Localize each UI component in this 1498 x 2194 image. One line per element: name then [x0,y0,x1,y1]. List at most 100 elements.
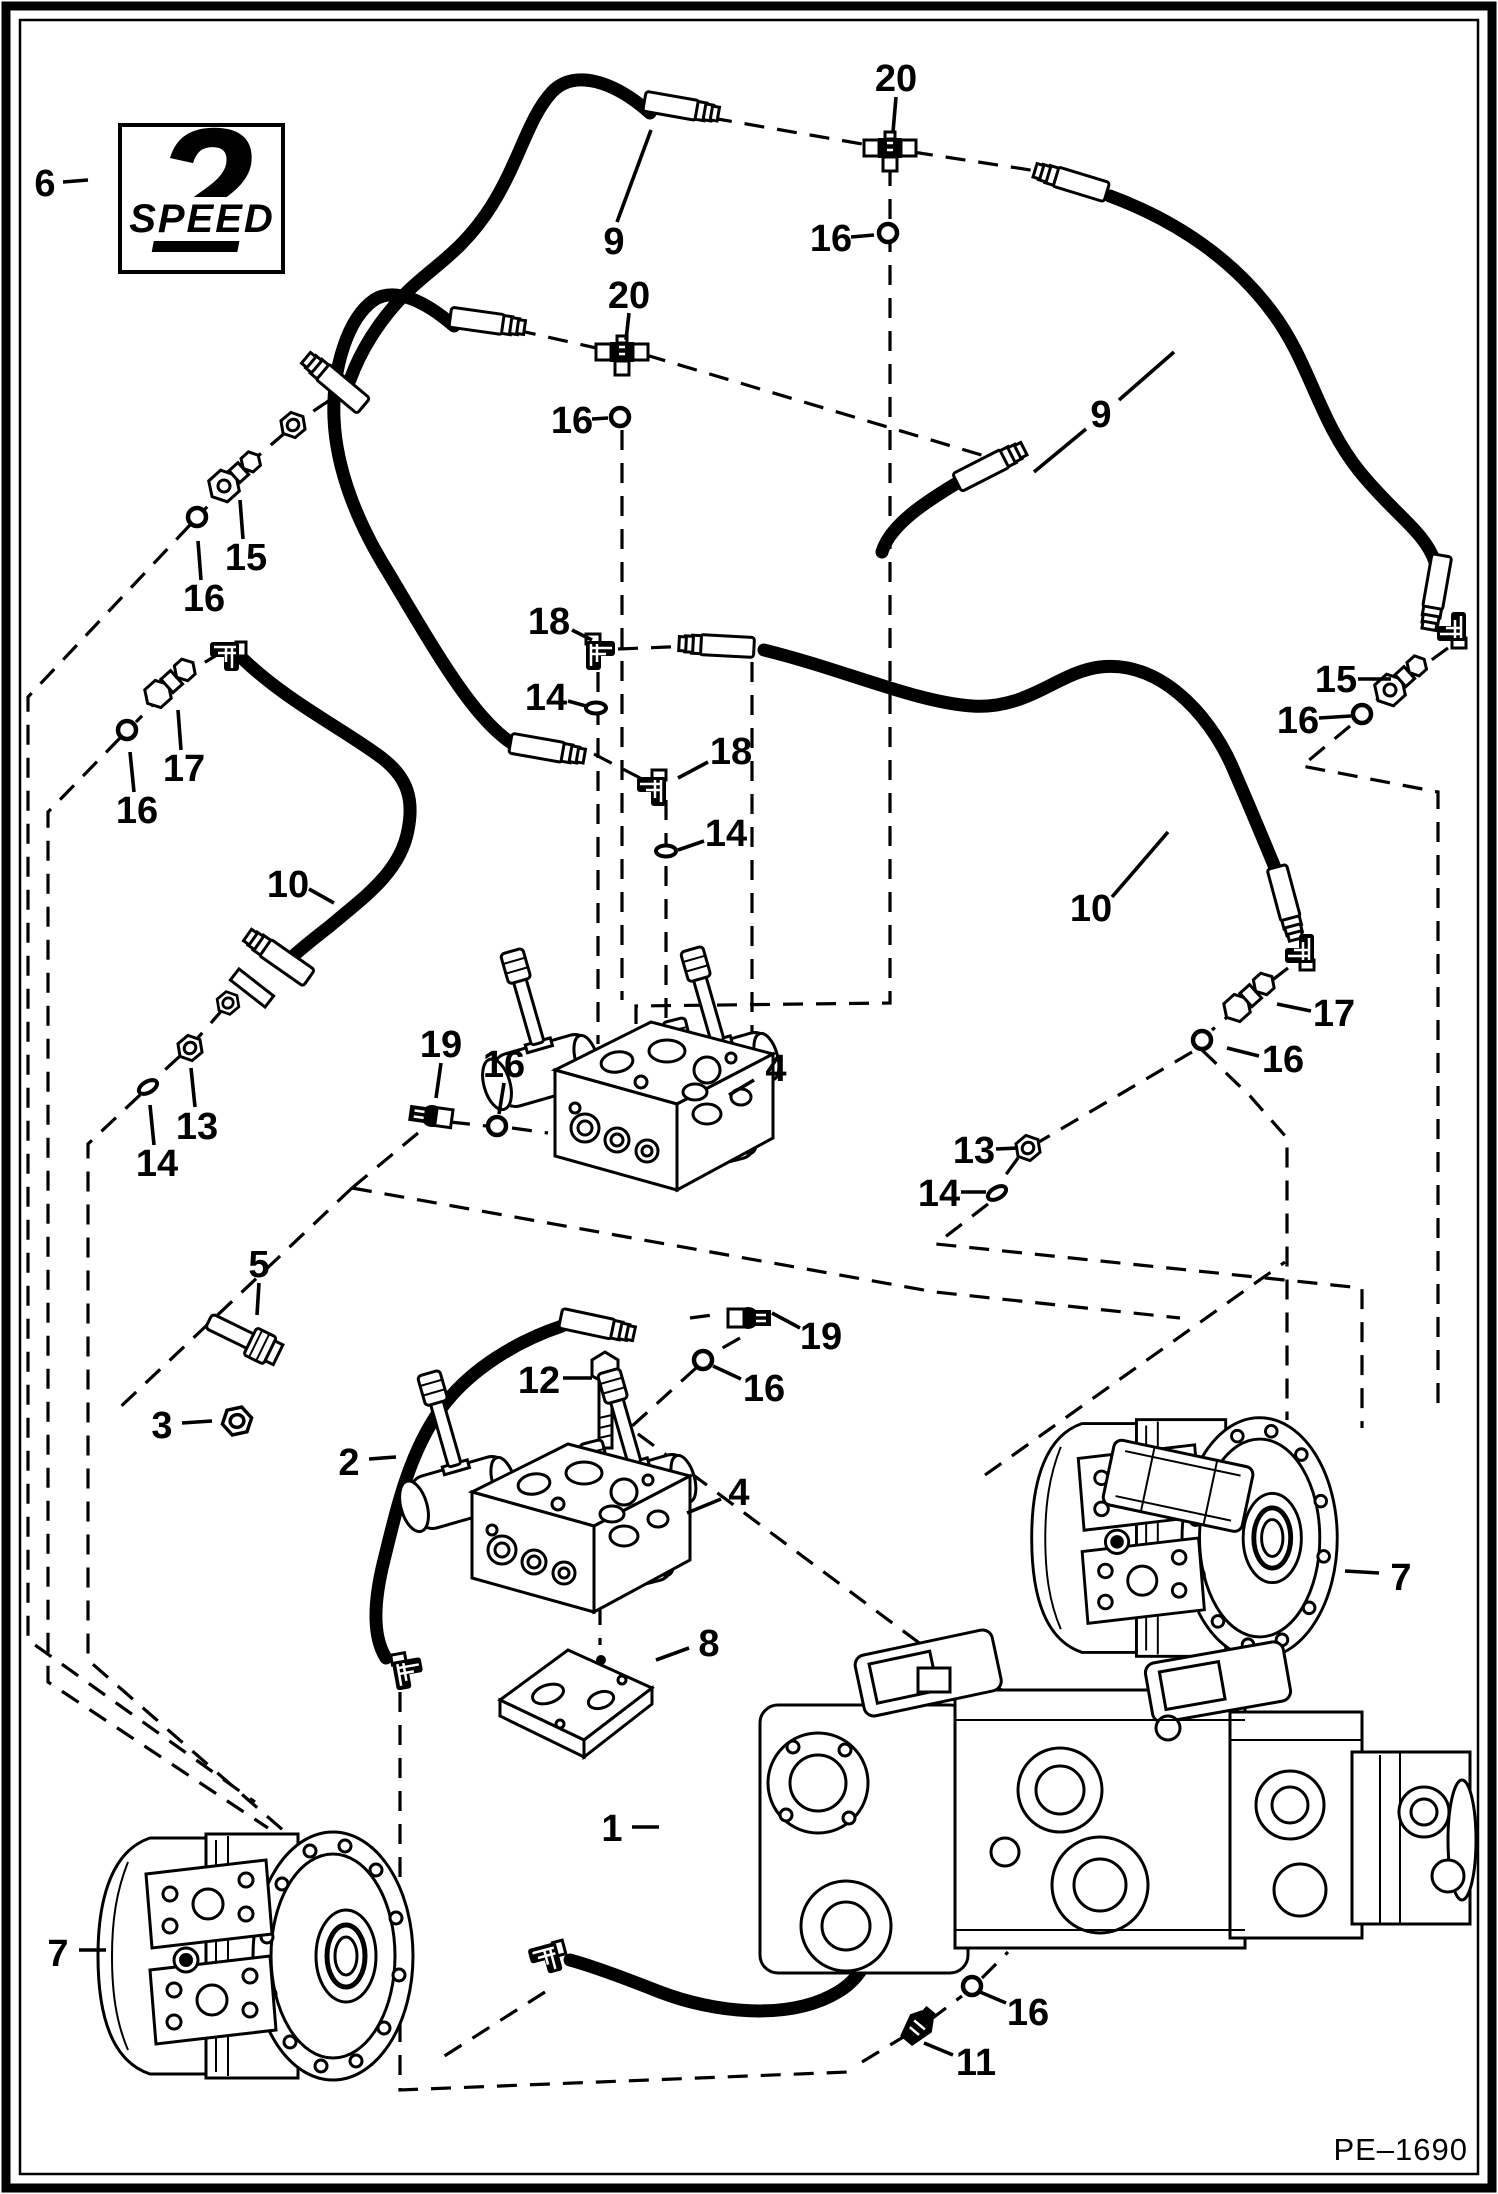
callout-18: 18 [710,731,752,773]
callout-7: 7 [1390,1557,1411,1599]
callout-14: 14 [918,1173,960,1215]
callout-leader-13 [995,1146,1019,1151]
callout-leader-15 [238,499,245,540]
callout-9: 9 [1090,394,1111,436]
callout-leader-20 [891,96,898,133]
connector-17 [1217,966,1282,1028]
bolt-5 [205,1313,285,1367]
nut-3 [218,1403,256,1439]
callout-leader-19 [434,1062,443,1099]
callout-13: 13 [176,1106,218,1148]
hose-9-right [1103,189,1442,569]
motor-top-bracket [1101,1438,1255,1533]
hose-end-fitting [1030,159,1112,204]
o-ring-14 [654,843,678,859]
callout-leader-11 [923,2041,954,2057]
callout-leader-17 [176,709,183,751]
callout-16: 16 [116,790,158,832]
hose-9-middle [327,288,523,753]
connector-17 [138,652,203,714]
hose-end-fitting [951,438,1030,494]
callout-leader-16 [850,233,875,239]
o-ring-16 [963,1977,981,1995]
callout-10: 10 [267,864,309,906]
callout-16: 16 [1007,1992,1049,2034]
callout-leader-18 [571,628,593,642]
hose-fittings [209,89,1468,1978]
callout-8: 8 [698,1623,719,1665]
callout-2: 2 [338,1442,359,1484]
o-ring-16 [1193,1031,1211,1049]
callout-leader-14 [567,699,587,708]
callout-leader-7 [1344,1569,1380,1575]
callout-1: 1 [601,1808,622,1850]
callout-leader-4 [728,1078,755,1097]
callout-14: 14 [525,677,567,719]
hose-end-fitting [240,925,317,988]
hose-2 [369,1319,569,1665]
callout-leader-16 [196,540,203,581]
callout-20: 20 [875,58,917,100]
callout-17: 17 [1313,993,1355,1035]
callout-6: 6 [34,163,55,205]
callout-leader-17 [1276,1002,1312,1013]
o-ring-14 [983,1181,1011,1205]
callout-14: 14 [705,813,747,855]
o-ring-16 [188,508,206,526]
elbow-19 [726,1306,772,1330]
o-ring-16 [611,408,629,426]
o-ring-16 [488,1117,506,1135]
fitting-11 [900,2005,938,2047]
callout-leader-13 [189,1067,197,1108]
hose-9-stub [875,473,969,559]
logo-numeral: 2 [152,91,254,290]
hose-end-fitting [1265,862,1308,944]
callout-15: 15 [225,537,267,579]
hose-9-upper [343,73,657,387]
callout-leader-16 [1226,1046,1260,1058]
callout-leader-9 [1032,427,1088,474]
callout-19: 19 [800,1316,842,1358]
callout-16: 16 [810,218,852,260]
drive-motor-left [98,1832,413,2080]
callout-16: 16 [1277,700,1319,742]
hose-elbow [526,1938,571,1978]
hose-10-right [757,643,1283,877]
callout-leader-3 [181,1419,213,1425]
tee-fitting-20 [594,334,650,377]
o-ring-16 [118,721,136,739]
callout-leader-4 [686,1497,722,1515]
callout-leader-6 [62,178,89,184]
mounting-plate-8 [497,1648,655,1761]
o-ring-16 [1353,705,1371,723]
callout-leader-16 [591,416,609,421]
callout-leader-2 [368,1455,397,1461]
tee-fitting-20 [862,130,918,173]
callout-16: 16 [551,400,593,442]
callout-leader-5 [255,1282,261,1316]
hose-10-left [237,653,417,964]
callout-10: 10 [1070,888,1112,930]
callout-12: 12 [518,1360,560,1402]
callout-leader-14 [677,839,705,852]
callout-leader-16 [979,1990,1007,2005]
callout-leader-16 [712,1364,742,1381]
callout-13: 13 [953,1130,995,1172]
o-ring-16 [879,224,897,242]
callout-19: 19 [420,1024,462,1066]
callout-18: 18 [528,601,570,643]
callout-16: 16 [183,578,225,620]
elbow-19 [407,1101,455,1131]
hose-elbow [1436,611,1468,650]
callout-9: 9 [603,221,624,263]
callout-7: 7 [47,1933,68,1975]
two-speed-logo: 2 SPEED [118,91,285,290]
hose-end-fitting [1417,552,1454,633]
callout-3: 3 [151,1405,172,1447]
hose-end-fitting [641,89,722,126]
callout-15: 15 [1315,659,1357,701]
callout-leader-8 [655,1646,690,1662]
callout-5: 5 [248,1244,269,1286]
callout-leader-14 [148,1104,156,1146]
